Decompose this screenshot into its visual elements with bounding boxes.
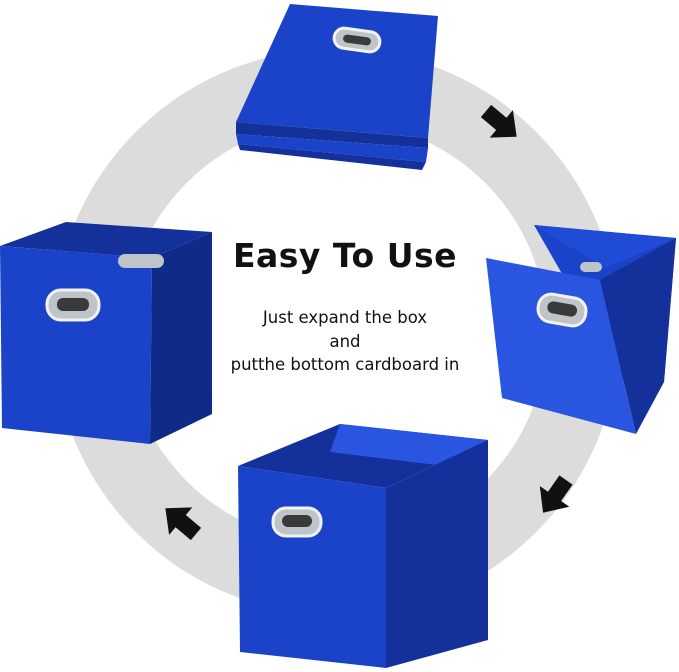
open-box [238,424,488,668]
arrow-icon [165,507,202,541]
headline: Easy To Use [232,236,458,275]
expanding-box [486,225,676,434]
instruction-line-3: putthe bottom cardboard in [230,355,460,374]
assembled-box [0,222,212,444]
arrow-icon [539,475,573,513]
handle-icon [536,292,588,328]
instruction-line-2: and [329,332,361,351]
handle-icon [271,506,323,538]
handle-icon [332,26,382,54]
handle-icon [45,288,101,322]
folded-box [236,4,438,170]
instruction-line-1: Just expand the box [262,308,428,327]
arrow-icon [480,104,517,138]
